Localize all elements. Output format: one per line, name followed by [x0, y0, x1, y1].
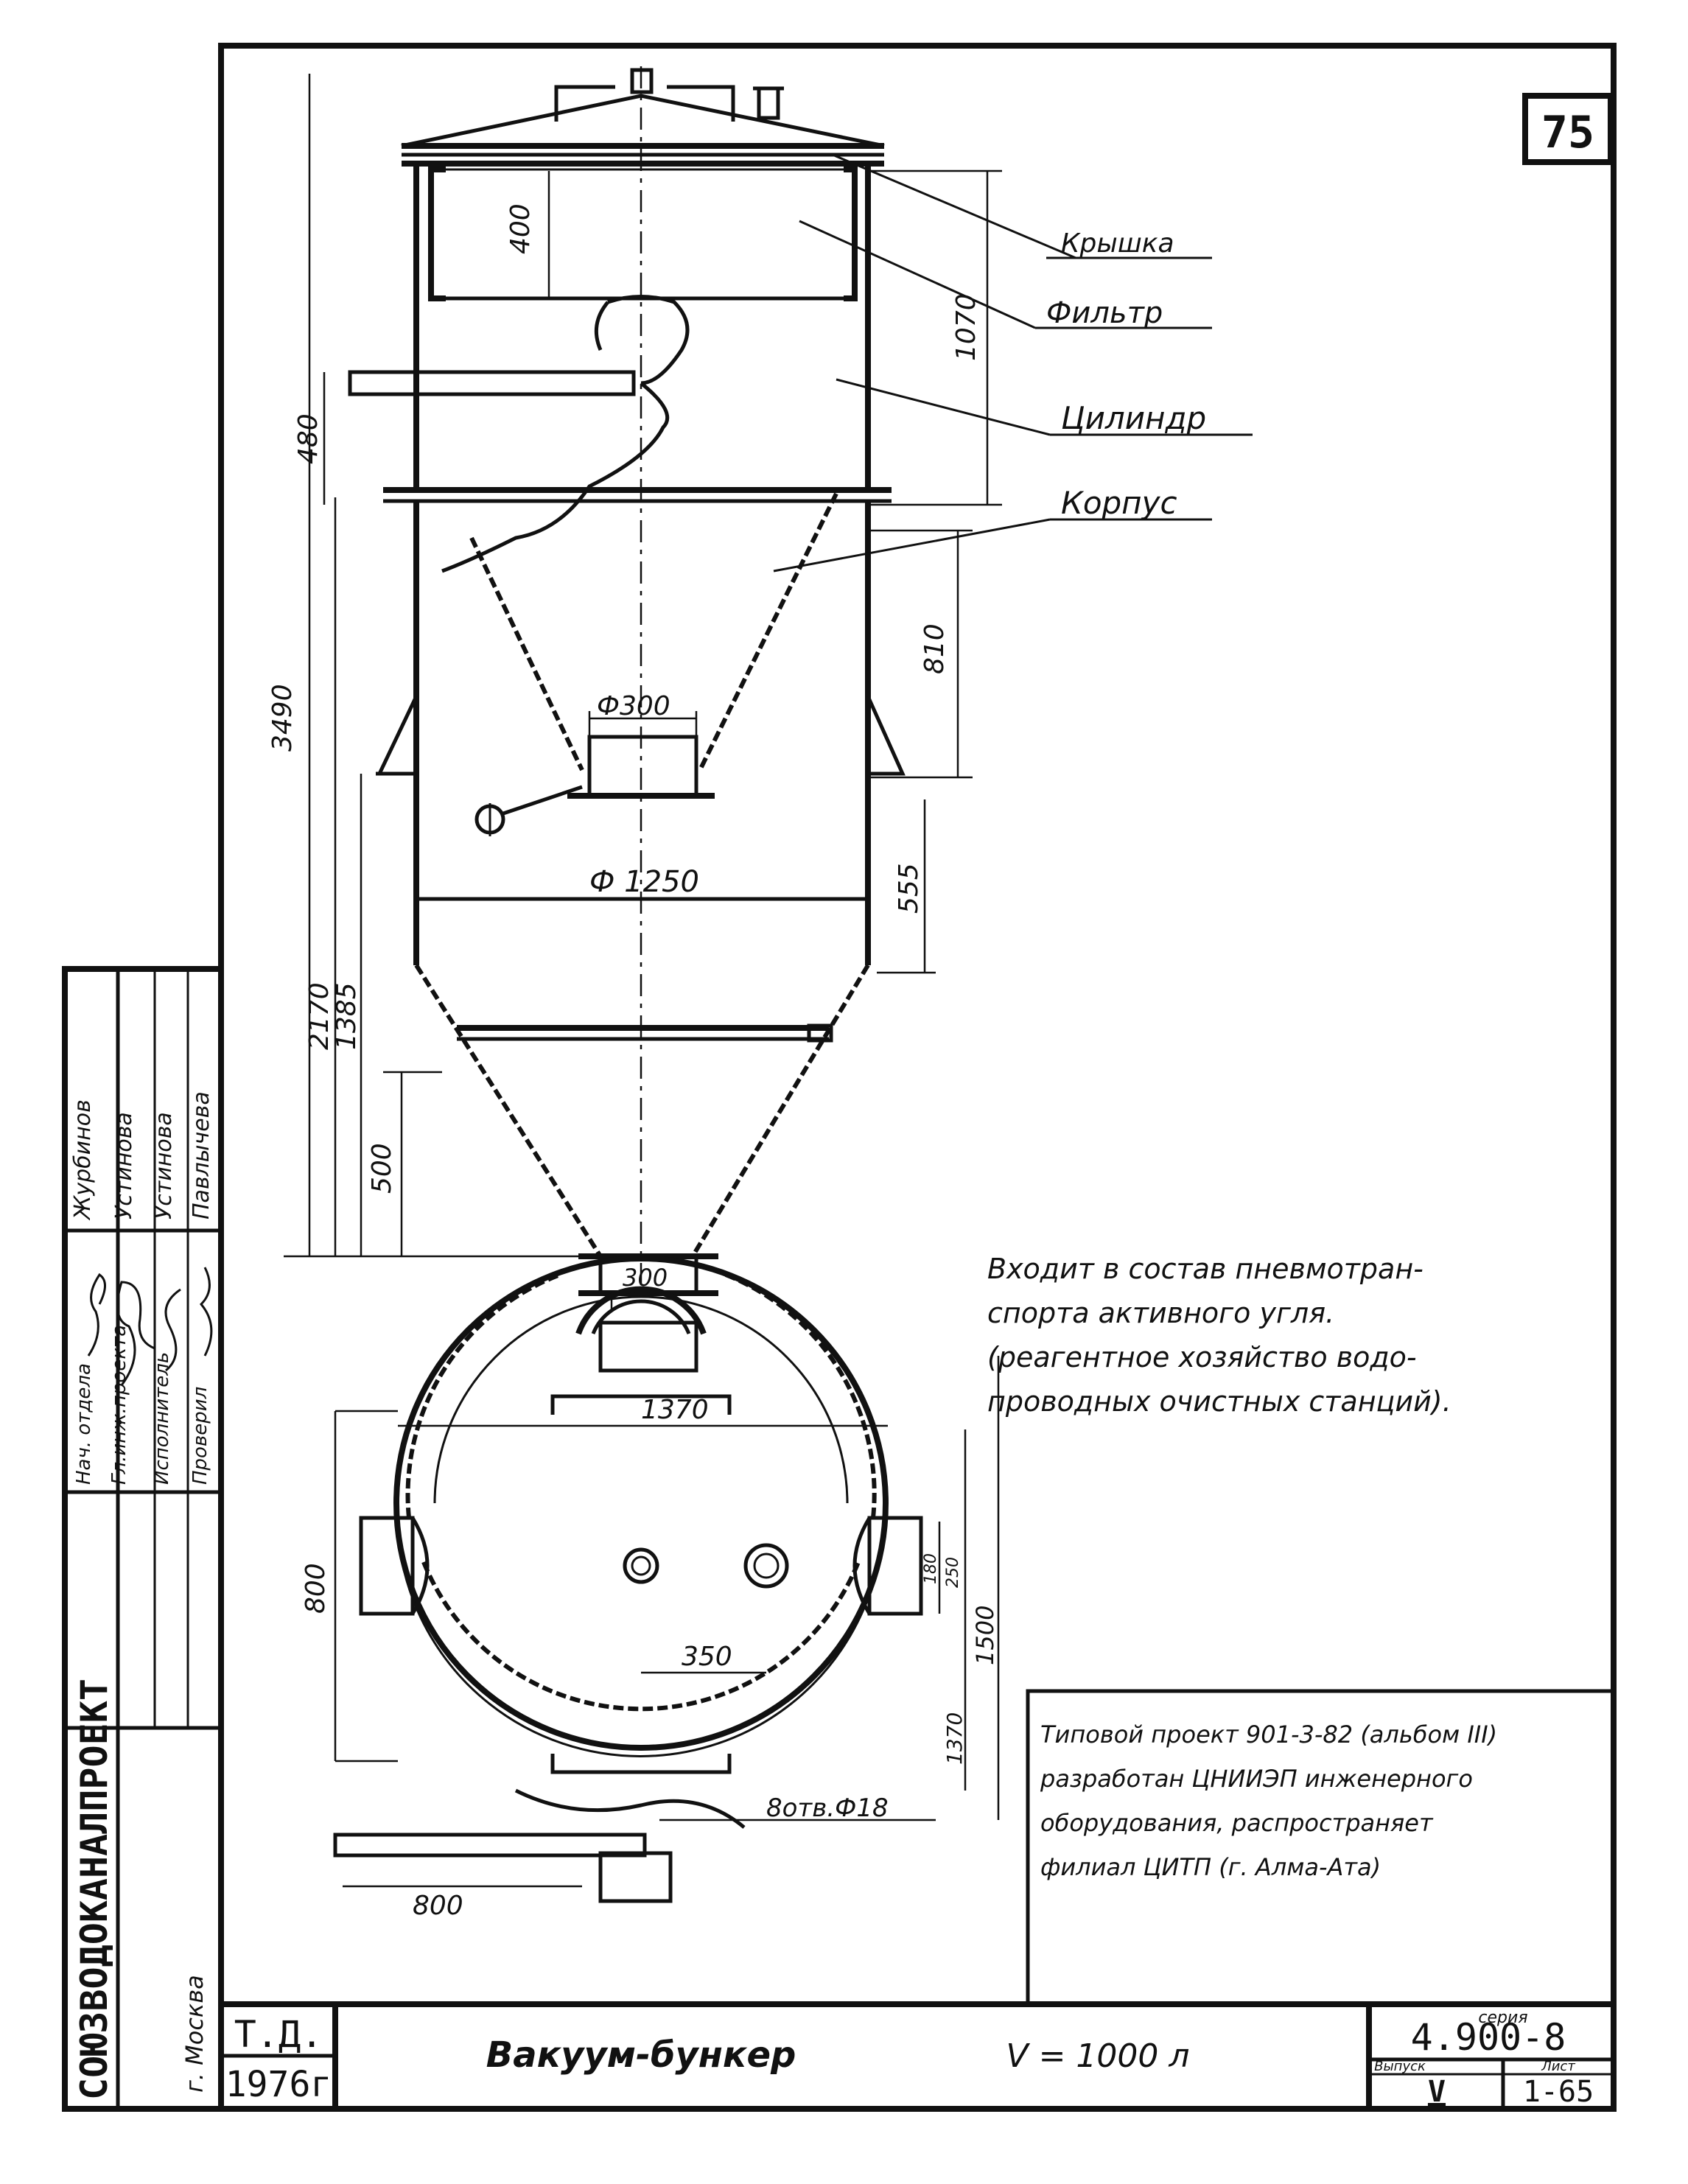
project-note-box: [1026, 1689, 1616, 2006]
elevation-dimensions: [284, 74, 1002, 1312]
dim-1070: 1070: [951, 293, 981, 361]
dim-180: 180: [922, 1553, 940, 1584]
signatures: [87, 1267, 213, 1386]
label-cylinder: Цилиндр: [1061, 400, 1206, 436]
label-filter: Фильтр: [1046, 296, 1163, 330]
org-name: СОЮЗВОДОКАНАЛПРОЕКТ: [73, 1679, 116, 2100]
role-2: Гл.инж.проекта: [108, 1325, 130, 1485]
dim-800-bottom: 800: [413, 1891, 463, 1921]
dim-480: 480: [293, 413, 323, 464]
project-line-3: оборудования, распространяет: [1040, 1809, 1434, 1837]
dim-400: 400: [505, 203, 536, 254]
dim-1500: 1500: [971, 1606, 999, 1665]
note-project: Типовой проект 901-3-82 (альбом III) раз…: [1040, 1721, 1497, 1881]
dim-holes: 8отв.Ф18: [766, 1793, 889, 1823]
dim-1370-top: 1370: [641, 1395, 709, 1425]
drawing-volume: V = 1000 л: [1006, 2037, 1189, 2075]
role-4: Проверил: [189, 1387, 211, 1485]
series-label: серия: [1478, 2009, 1527, 2027]
sheet-number: 75: [1541, 107, 1594, 158]
name-3: Устинова: [151, 1112, 177, 1219]
plan-view: [333, 1256, 923, 1903]
dim-500: 500: [367, 1143, 397, 1194]
note-part-of: Входит в состав пневмотран- спорта актив…: [987, 1253, 1451, 1418]
dim-350: 350: [682, 1642, 732, 1672]
drawing-title: Вакуум-бункер: [486, 2034, 796, 2076]
label-lid: Крышка: [1061, 228, 1174, 259]
project-line-1: Типовой проект 901-3-82 (альбом III): [1040, 1721, 1497, 1749]
note-line-2: спорта активного угля.: [987, 1297, 1334, 1329]
name-2: Устинова: [111, 1112, 137, 1219]
year: 1976г: [225, 2064, 332, 2105]
dim-phi1250: Ф 1250: [589, 865, 699, 899]
name-4: Павлычева: [189, 1091, 214, 1219]
sheet-label: Лист: [1541, 2059, 1575, 2074]
label-body: Корпус: [1061, 485, 1177, 521]
project-line-2: разработан ЦНИИЭП инженерного: [1040, 1765, 1473, 1793]
dim-2170: 2170: [304, 982, 335, 1050]
dim-phi300: Ф300: [597, 691, 670, 721]
title-strip: [62, 966, 224, 2112]
dim-250: 250: [944, 1557, 962, 1588]
note-line-4: проводных очистных станций).: [987, 1385, 1451, 1418]
plan-dimension-texts: 1370 800 350 180 250 1370 1500 8отв.Ф18 …: [301, 1395, 999, 1921]
note-line-3: (реагентное хозяйство водо-: [987, 1341, 1417, 1373]
role-3: Исполнитель: [151, 1352, 173, 1485]
issue-label: Выпуск: [1374, 2059, 1426, 2074]
doc-type: Т.Д.: [234, 2013, 323, 2056]
dim-1370-side: 1370: [942, 1712, 967, 1765]
dim-555: 555: [894, 863, 924, 914]
sheet-frame: [218, 43, 1617, 2112]
project-line-4: филиал ЦИТП (г. Алма-Ата): [1040, 1853, 1381, 1881]
dim-800-side: 800: [301, 1563, 331, 1614]
elevation-view: [348, 66, 906, 1297]
note-line-1: Входит в состав пневмотран-: [987, 1253, 1423, 1285]
plan-dimensions: [334, 1356, 1000, 1888]
role-1: Нач. отдела: [73, 1363, 95, 1485]
issue-number: V: [1428, 2075, 1446, 2109]
dim-1385: 1385: [332, 982, 362, 1050]
org-city: г. Москва: [181, 1975, 209, 2093]
name-1: Журбинов: [70, 1099, 96, 1221]
dim-810: 810: [920, 623, 950, 674]
component-leaders: [773, 153, 1253, 573]
series-number: 4.900-8: [1411, 2016, 1566, 2059]
sheet-index: 1-65: [1523, 2075, 1594, 2109]
dim-3490: 3490: [267, 684, 298, 752]
dimension-texts: 400 1070 480 810 3490 Ф300 555 Ф 1250 21…: [267, 203, 981, 1292]
